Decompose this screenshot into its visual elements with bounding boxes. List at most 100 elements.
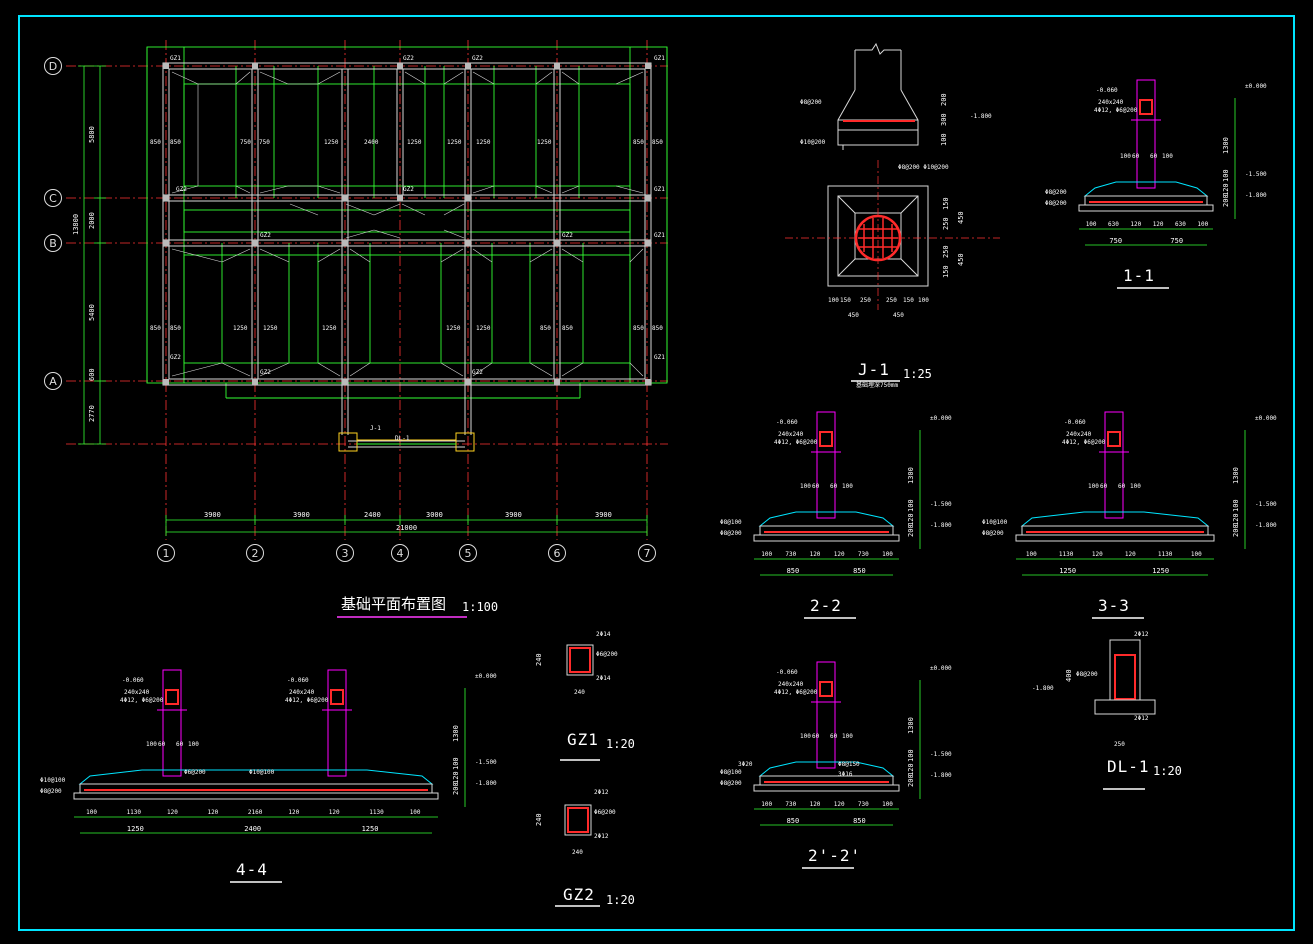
gz2-w: 240: [572, 849, 583, 856]
s22-dim-2: 120: [809, 551, 821, 558]
strip-dim: 1250: [322, 325, 337, 332]
s33-h-200: 200: [1232, 524, 1240, 537]
s11-dim-1: 630: [1108, 221, 1119, 228]
j1-side-4: 250: [942, 245, 950, 258]
s22-column-bars: 4Φ12, Φ6@200: [774, 439, 818, 446]
strip-dim: 850: [652, 325, 663, 332]
dl1-scale: 1:20: [1153, 764, 1182, 778]
bottom-dim-4: 3000: [426, 511, 443, 519]
strip-dim: 1250: [476, 139, 491, 146]
dl1-title: DL-1: [1107, 757, 1150, 776]
strip-dim: 850: [540, 325, 551, 332]
s2p-width-1: 850: [853, 817, 866, 825]
axis-a-bubble: A: [44, 372, 62, 390]
strip-footings: [146, 46, 668, 399]
j1-grid-2: 150: [840, 297, 851, 304]
s22-level-zero: ±0.000: [930, 415, 952, 422]
j1-side-2: 150: [942, 197, 950, 210]
strip-dim: 1250: [407, 139, 422, 146]
s44-column: [327, 669, 347, 777]
j1-half-1: 450: [848, 312, 859, 319]
s2p-footing-base: [759, 775, 894, 786]
s44-off-1: 100: [146, 741, 157, 748]
s33-width-1: 1250: [1152, 567, 1170, 575]
gz1-title: GZ1: [567, 730, 599, 749]
left-total-dim: 13800: [72, 213, 80, 235]
col-tag: GZ2: [170, 354, 181, 361]
gz1-h: 240: [535, 653, 543, 666]
j1-bars-note: Φ8@200 Φ10@200: [898, 164, 949, 171]
s11-off-2: 60: [1132, 153, 1140, 160]
s33-level-1800: -1.800: [1255, 522, 1277, 529]
plan-title: 基础平面布置图: [341, 595, 447, 613]
s11-off-4: 100: [1162, 153, 1173, 160]
s11-dim-5: 100: [1197, 221, 1209, 228]
s44-column: [162, 669, 182, 777]
s22-off-3: 60: [830, 483, 838, 490]
left-dim-3: 5400: [88, 304, 96, 321]
strip-dim: 850: [150, 139, 161, 146]
s2p-column-bars: 4Φ12, Φ6@200: [774, 689, 818, 696]
bottom-dim-5: 3900: [505, 511, 522, 519]
s11-footing-slab: [1083, 181, 1209, 197]
strip-dim: 850: [562, 325, 573, 332]
strip-dim: 850: [150, 325, 161, 332]
drawing-frame: [18, 15, 1295, 931]
s2p-cushion: [753, 784, 900, 792]
plan-columns: [163, 63, 651, 385]
s44-top-level-2: -0.060: [287, 677, 309, 684]
s11-width-0: 750: [1109, 237, 1123, 245]
s22-dim-1: 730: [785, 551, 797, 558]
gz1-bottom-bars: 2Φ14: [596, 675, 611, 682]
axis-3-bubble: 3: [336, 544, 354, 562]
s44-h-1300: 1300: [452, 725, 460, 742]
s44-dim-3: 120: [207, 809, 219, 816]
s11-width-1: 750: [1170, 237, 1184, 245]
s2p-h-200: 200: [907, 774, 915, 787]
axis-1-bubble: 1: [157, 544, 175, 562]
strip-dim: 850: [170, 325, 181, 332]
s2p-off-4: 100: [842, 733, 853, 740]
s33-off-2: 60: [1100, 483, 1108, 490]
s2p-title: 2'-2': [808, 846, 862, 865]
s2p-h-100: 100: [907, 749, 915, 762]
s33-off-1: 100: [1088, 483, 1099, 490]
s44-width-0: 1250: [126, 825, 144, 833]
j1-scale: 1:25: [903, 367, 932, 381]
dl1-top-bars: 2Φ12: [1134, 631, 1149, 638]
s11-h-100: 100: [1222, 169, 1230, 182]
strip-dim: 750: [259, 139, 270, 146]
s44-width-2: 1250: [361, 825, 379, 833]
s33-dim-1: 1130: [1058, 551, 1074, 558]
s11-column-rebar: [1139, 99, 1153, 115]
strip-dim: 850: [652, 139, 663, 146]
left-dim-2: 2000: [88, 212, 96, 229]
bottom-dim-3: 2400: [364, 511, 381, 519]
strip-dim: 1250: [537, 139, 552, 146]
s22-base-rebar: Φ8@200: [720, 530, 742, 537]
s44-extra-rebar: Φ6@200: [184, 769, 206, 776]
s33-level-zero: ±0.000: [1255, 415, 1277, 422]
s22-width-1: 850: [853, 567, 866, 575]
col-tag: GZ2: [260, 369, 271, 376]
s22-off-1: 100: [800, 483, 811, 490]
bottom-dim-6: 3900: [595, 511, 612, 519]
s44-dim-7: 1130: [369, 809, 384, 816]
s11-column-size: 240x240: [1098, 99, 1124, 106]
s22-h-1300: 1300: [907, 467, 915, 484]
s22-dim-4: 730: [857, 551, 869, 558]
s11-level-1800: -1.800: [1245, 192, 1267, 199]
s44-column-rebar: [330, 689, 344, 705]
col-tag: GZ2: [472, 369, 483, 376]
gz2-scale: 1:20: [606, 893, 635, 907]
col-tag: GZ2: [403, 186, 414, 193]
s44-level-zero: ±0.000: [475, 673, 497, 680]
s2p-extra-rebar-2: 3Φ20: [738, 761, 753, 768]
strip-dim: 1250: [476, 325, 491, 332]
s44-extra-rebar-2: Φ10@100: [249, 769, 275, 776]
s11-dim-4: 630: [1175, 221, 1186, 228]
s22-h-100: 100: [907, 499, 915, 512]
strip-dim: 1250: [324, 139, 339, 146]
s2p-base-rebar: Φ8@200: [720, 780, 742, 787]
strip-dim: 1250: [263, 325, 278, 332]
